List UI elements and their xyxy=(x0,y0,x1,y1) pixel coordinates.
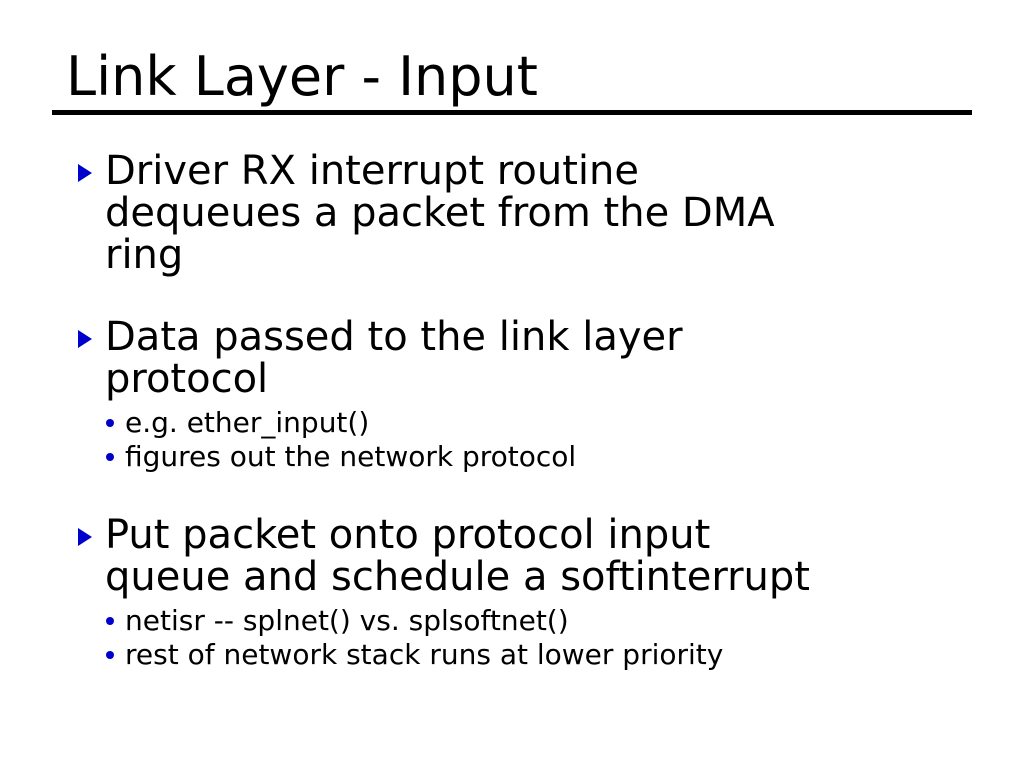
bullet-level1-label: Put packet onto protocol input queue and… xyxy=(105,512,810,600)
bullet-item-level1: Data passed to the link layer protocol xyxy=(66,316,966,400)
triangle-right-icon xyxy=(78,164,92,182)
spacer xyxy=(66,474,966,514)
bullet-item-level1: Driver RX interrupt routine dequeues a p… xyxy=(66,150,966,276)
bullet-item-level2: netisr -- splnet() vs. splsoftnet() xyxy=(66,604,966,638)
bullet-item-level2: e.g. ether_input() xyxy=(66,406,966,440)
triangle-right-icon xyxy=(78,528,92,546)
triangle-right-icon xyxy=(78,330,92,348)
dot-icon xyxy=(106,651,114,659)
dot-icon xyxy=(106,453,114,461)
bullet-level2-label: rest of network stack runs at lower prio… xyxy=(125,638,724,671)
bullet-level2-label: figures out the network protocol xyxy=(125,440,577,473)
bullet-level1-label: Data passed to the link layer protocol xyxy=(105,314,683,402)
bullet-level2-label: netisr -- splnet() vs. splsoftnet() xyxy=(125,604,569,637)
dot-icon xyxy=(106,617,114,625)
title-block: Link Layer - Input xyxy=(52,46,972,108)
bullet-item-level2: rest of network stack runs at lower prio… xyxy=(66,638,966,672)
slide-body: Driver RX interrupt routine dequeues a p… xyxy=(66,150,966,672)
dot-icon xyxy=(106,419,114,427)
bullet-item-level1: Put packet onto protocol input queue and… xyxy=(66,514,966,598)
bullet-level1-label: Driver RX interrupt routine dequeues a p… xyxy=(105,148,775,278)
page-title: Link Layer - Input xyxy=(66,45,538,108)
title-underline-rule xyxy=(52,110,972,115)
bullet-item-level2: figures out the network protocol xyxy=(66,440,966,474)
spacer xyxy=(66,276,966,316)
bullet-level2-label: e.g. ether_input() xyxy=(125,406,370,439)
